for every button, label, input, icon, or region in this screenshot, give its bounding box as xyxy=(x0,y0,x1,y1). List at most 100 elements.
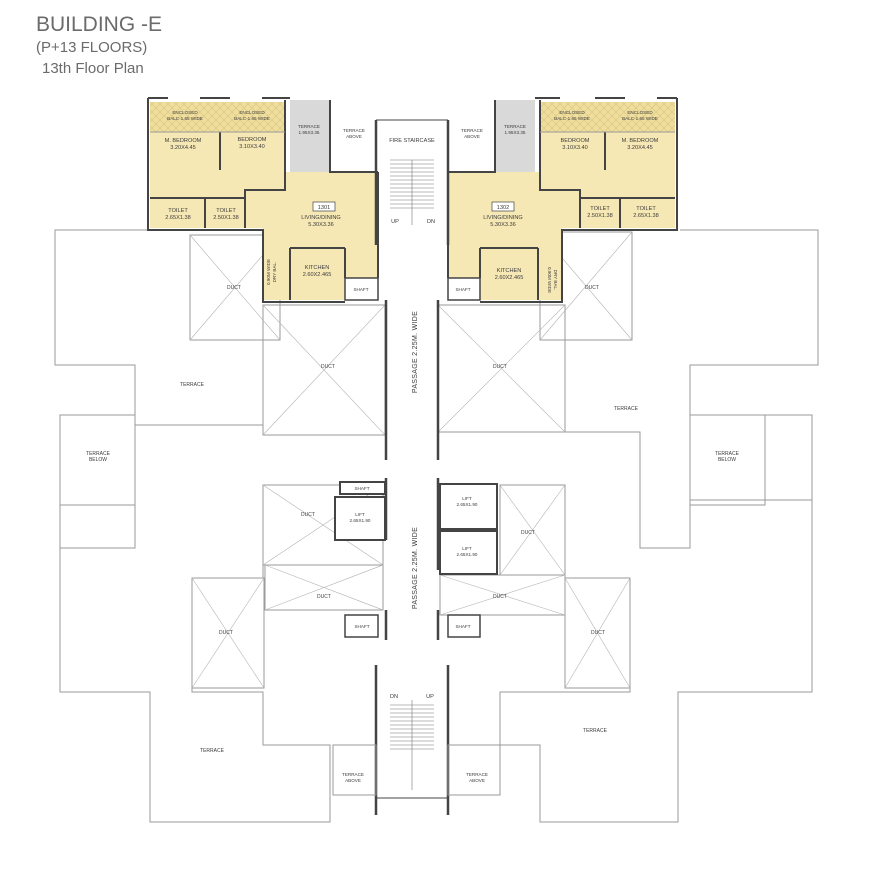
master-bedroom-floor xyxy=(150,132,220,198)
terrace-outline-top-right xyxy=(564,229,819,549)
building-title: BUILDING -E xyxy=(36,13,163,36)
duct-label: DUCT xyxy=(219,630,233,636)
duct-cross xyxy=(264,564,384,611)
lift-size: 2.65X1.90 xyxy=(350,518,371,523)
duct-label: DUCT xyxy=(521,530,535,536)
shaft-box xyxy=(339,481,386,495)
living-dining-label: LIVING/DINING xyxy=(483,215,522,221)
duct-cross xyxy=(437,304,566,433)
duct-label: DUCT xyxy=(585,285,599,291)
building-floors: (P+13 FLOORS) xyxy=(36,39,148,56)
enclosed-balc-label: ENCLOSED xyxy=(559,110,585,115)
living-dining-size: 5.30X3.36 xyxy=(308,222,334,228)
terrace-below-label: TERRACE xyxy=(86,451,111,457)
wall xyxy=(480,98,678,303)
terrace-label: TERRACE xyxy=(583,728,608,734)
unit-number-box xyxy=(491,201,515,212)
wall xyxy=(384,610,440,640)
kitchen-label: KITCHEN xyxy=(497,268,522,274)
terrace-above-label: ABOVE xyxy=(346,134,362,139)
labels: 1301 1302 ENCLOSED BALC-1.65 WIDE ENCLOS… xyxy=(86,110,740,783)
toilet-label: TOILET xyxy=(216,208,236,214)
bedroom-label: BEDROOM xyxy=(561,138,590,144)
lift-box xyxy=(439,530,498,575)
shaft-label: SHAFT xyxy=(455,624,470,629)
stair-treads xyxy=(390,159,434,225)
duct-panel xyxy=(191,577,265,689)
kitchen-label: KITCHEN xyxy=(305,265,330,271)
living-dining-label: LIVING/DINING xyxy=(301,215,340,221)
unit-number-box xyxy=(312,201,336,212)
living-dining-size: 5.30X3.36 xyxy=(490,222,516,228)
enclosed-balc-label: ENCLOSED xyxy=(172,110,198,115)
terrace-small-floor xyxy=(495,100,535,172)
duct-cross xyxy=(262,304,386,436)
terrace-label: TERRACE xyxy=(614,406,639,412)
wall xyxy=(448,100,496,173)
kitchen-size: 2.60X2.465 xyxy=(303,272,332,278)
shaft-label: SHAFT xyxy=(353,287,368,292)
terrace-below-label: BELOW xyxy=(89,457,107,463)
duct-label: DUCT xyxy=(591,630,605,636)
master-bedroom-label: M. BEDROOM xyxy=(622,138,659,144)
unit-1302 xyxy=(447,97,678,303)
stair-up-label: UP xyxy=(391,219,399,225)
wall xyxy=(147,98,345,303)
dry-balcony-label: DRY BAL. xyxy=(553,270,558,291)
terrace-above-label: ABOVE xyxy=(345,778,361,783)
enclosed-balc-label: BALC-1.65 WIDE xyxy=(622,116,658,121)
terrace-label: TERRACE xyxy=(200,748,225,754)
enclosed-balc-label: BALC-1.65 WIDE xyxy=(554,116,590,121)
terrace-above-box xyxy=(332,744,377,796)
enclosed-balc-label: ENCLOSED xyxy=(627,110,653,115)
toilet-floor xyxy=(205,198,245,228)
duct-cross xyxy=(439,574,566,616)
terrace-below-box xyxy=(689,414,766,506)
stair-down-label: DN xyxy=(390,694,398,700)
passage-label-top: PASSAGE 2.25M. WIDE xyxy=(412,311,419,393)
unit-1302-walls xyxy=(447,97,678,303)
lift-size: 2.65X1.90 xyxy=(457,502,478,507)
unit-1301 xyxy=(147,97,379,303)
shaft-box xyxy=(447,614,481,638)
terrace-label: TERRACE xyxy=(298,124,320,129)
bedroom-label: BEDROOM xyxy=(238,137,267,143)
duct-label: DUCT xyxy=(493,594,507,600)
enclosed-balcony xyxy=(540,102,675,132)
kitchen-floor xyxy=(480,248,538,300)
wall xyxy=(289,172,379,300)
stair-up-label: UP xyxy=(426,694,434,700)
master-bedroom-size: 3.20X4.45 xyxy=(627,145,653,151)
dry-balcony-label: 0.90M WIDE xyxy=(547,267,552,293)
master-bedroom-floor xyxy=(605,132,675,198)
terrace-above-label: ABOVE xyxy=(464,134,480,139)
wall xyxy=(447,172,539,300)
duct-label: DUCT xyxy=(227,285,241,291)
toilet-size: 2.50X1.38 xyxy=(587,213,613,219)
unit-1301-number: 1301 xyxy=(318,205,330,211)
terrace-below-box xyxy=(59,414,136,506)
wall xyxy=(329,100,378,173)
duct-crosses xyxy=(189,231,633,689)
wall xyxy=(539,100,606,228)
lift-label: LIFT xyxy=(355,512,365,517)
kitchen-size: 2.60X2.465 xyxy=(495,275,524,281)
terrace-size: 1.95X3.35 xyxy=(505,130,526,135)
kitchen-floor xyxy=(290,248,345,300)
lift-label: LIFT xyxy=(462,496,472,501)
wall xyxy=(219,100,286,228)
toilet-label: TOILET xyxy=(590,206,610,212)
duct-cross xyxy=(191,577,265,689)
terrace-above-box xyxy=(447,744,501,796)
duct-panel xyxy=(564,577,631,689)
toilet-floor xyxy=(620,198,675,228)
toilet-floor xyxy=(580,198,620,228)
toilet-label: TOILET xyxy=(636,206,656,212)
wall xyxy=(374,120,450,245)
duct-label: DUCT xyxy=(317,594,331,600)
toilet-size: 2.65X1.38 xyxy=(633,213,659,219)
shaft-box xyxy=(344,614,379,638)
duct-label: DUCT xyxy=(321,364,335,370)
lift-box xyxy=(334,496,386,541)
duct-label: DUCT xyxy=(493,364,507,370)
